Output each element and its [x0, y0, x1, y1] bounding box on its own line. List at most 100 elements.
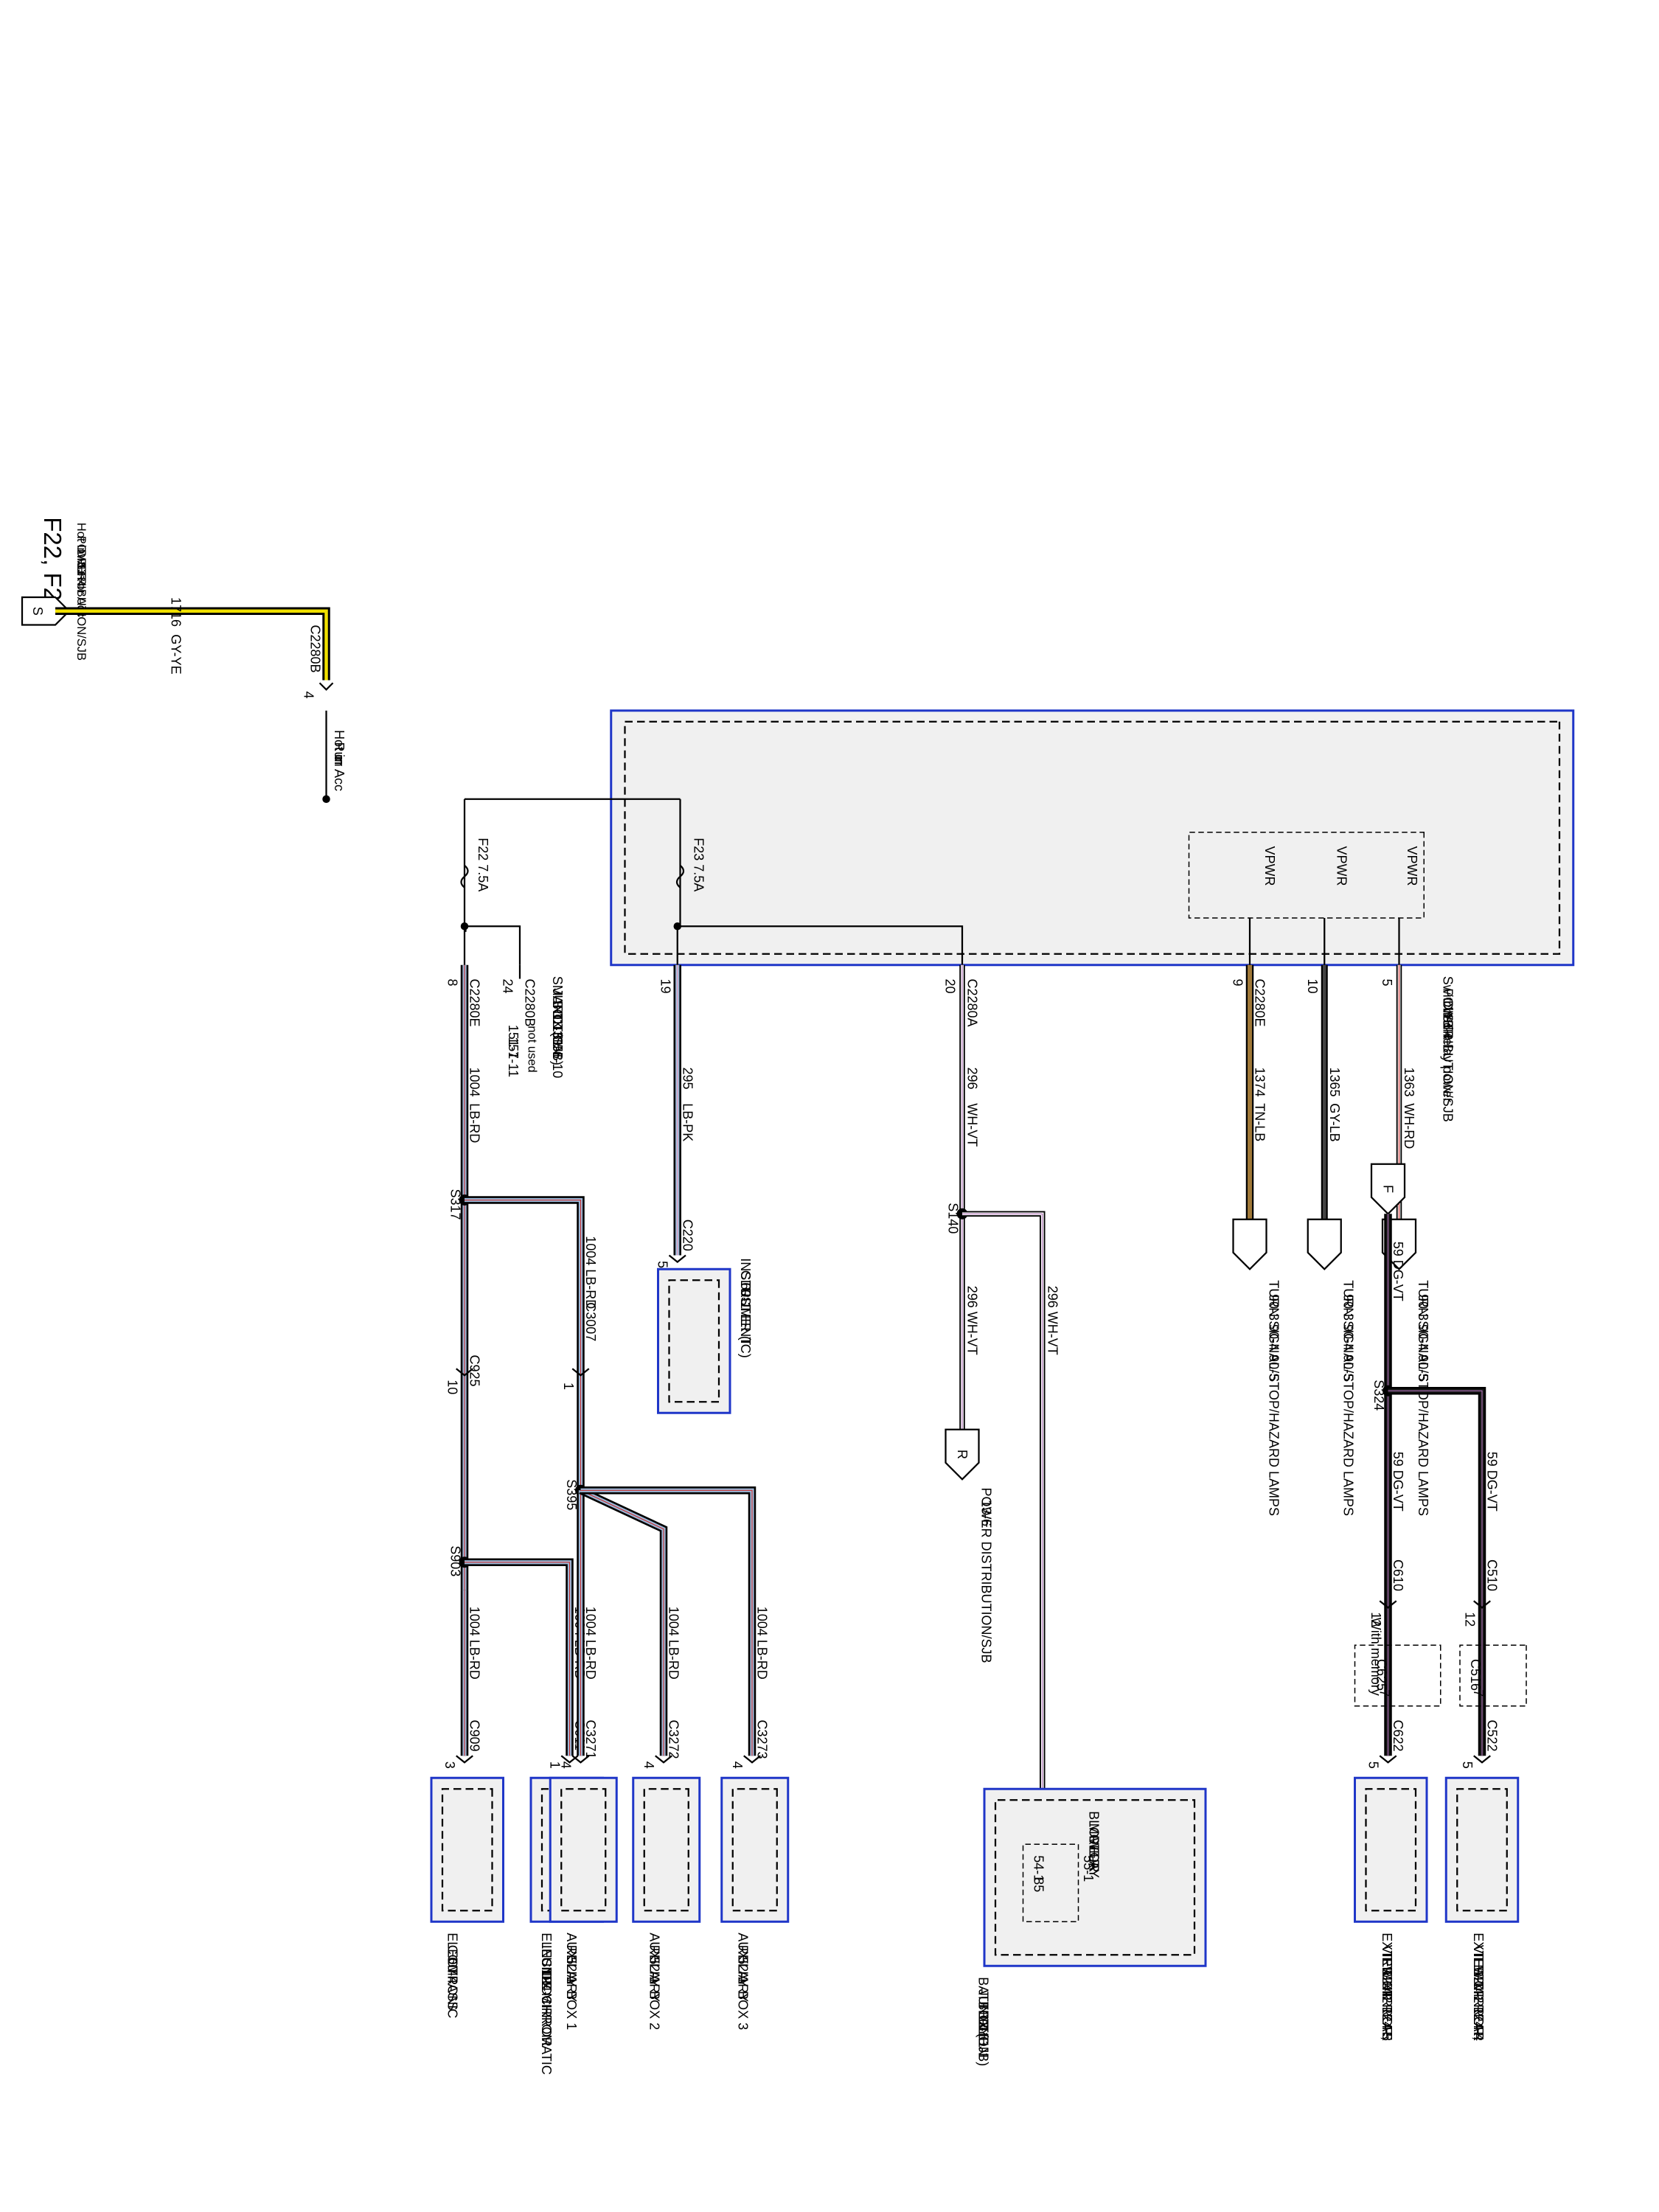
c3272-label: C3272 [667, 1720, 681, 1759]
c516-pin: 7 [1471, 1689, 1486, 1697]
mirror-right-line-4: 124-2 124-5 [1380, 1969, 1394, 2041]
connector-r-letter: R [955, 1450, 970, 1459]
s140-branch-label: 296 WH-VT [1045, 1286, 1060, 1355]
splice-s903-label: S903 [448, 1545, 462, 1576]
c625-outline [1354, 1644, 1441, 1707]
c625-pin: 7 [1377, 1689, 1391, 1697]
feed-circuit: 1716 [168, 597, 183, 627]
c622-label: C622 [1391, 1720, 1405, 1752]
arb2-line-1: AUXILIARY [647, 1933, 661, 2002]
connector-f: F [1370, 1163, 1406, 1215]
r-line-1: POWER DISTRIBUTION/SJB [978, 1488, 993, 1663]
s395-c-label: 1004 LB-RD [755, 1607, 770, 1680]
wire-1365-circuit: 1365 [1327, 1068, 1342, 1097]
c909-label: C909 [467, 1720, 481, 1752]
compass-box [430, 1776, 504, 1923]
bjb-pin-a: 54-1 [1032, 1855, 1046, 1882]
not-used-label: not used [525, 1026, 538, 1072]
turn-ref-2: 90-3 90-4 90-5 [1340, 1294, 1355, 1381]
turn-label-2: TURN SIGNAL/STOP/HAZARD LAMPS [1340, 1280, 1355, 1516]
conn-c2280e-2: C2280E [1252, 979, 1267, 1027]
mirror-right-line-1: EXTERIOR REAR [1380, 1933, 1394, 2041]
pin-8: 8 [445, 979, 459, 987]
s395-b-label: 1004 LB-RD [667, 1607, 681, 1680]
sjb-name-2: JUNCTION [550, 988, 565, 1055]
switched-line-1: Switched relay power [1441, 976, 1455, 1102]
c3273-label: C3273 [755, 1720, 770, 1759]
sjb-box [610, 709, 1575, 967]
feed-pin: 4 [301, 692, 316, 699]
wire-1363-circuit: 1363 [1402, 1068, 1416, 1097]
pin-10: 10 [1305, 979, 1320, 994]
bjb-pin-b: 55-1 [1081, 1855, 1096, 1882]
ic-box [657, 1267, 731, 1414]
bjb-line-4: 11-1 [976, 2014, 991, 2039]
switched-line-3: DISTRIBUTION/SJB [1441, 1001, 1455, 1122]
c625-label: C625 [1374, 1659, 1388, 1691]
arb3-box [720, 1776, 790, 1923]
wire-1363-color: WH-RD [1402, 1103, 1416, 1149]
arb1-box [549, 1776, 618, 1923]
wire-1374-circuit: 1374 [1252, 1068, 1267, 1097]
turn-label-1: TURN SIGNAL/STOP/HAZARD LAMPS [1266, 1280, 1281, 1516]
dg-main-label: 59 DG-VT [1391, 1242, 1405, 1301]
arb1-line-1: AUXILIARY [564, 1933, 579, 2002]
inside-mirror-line-1: ELECTROCHROMATIC [539, 1933, 554, 2075]
conn-c2280e-1: C2280E [467, 979, 481, 1027]
sjb-not-used-leg [465, 925, 521, 965]
wire-1004-s903-branch [465, 1558, 574, 1756]
c925-label: C925 [467, 1355, 481, 1387]
compass-line-2: COMPASS [445, 1945, 459, 2011]
c220-pin: 5 [655, 1261, 670, 1268]
mirror-right-line-3: RIGHT [1380, 1957, 1394, 1998]
turn-ref-3: 90-3 90-4 90-5 [1416, 1294, 1430, 1381]
fuse-f22-symbol [460, 864, 469, 888]
s903-main-label: 1004 LB-RD [467, 1607, 481, 1680]
feed-connector: C2280B [307, 625, 322, 673]
c911-pin: 1 [547, 1761, 562, 1769]
feed-pin-arrow [319, 682, 334, 691]
turn-connector-1 [1232, 1218, 1267, 1270]
vpwr-1: VPWR [1262, 846, 1277, 886]
inside-mirror-line-4: 124-6 [539, 1969, 554, 2003]
arb3-line-1: AUXILIARY [735, 1933, 750, 2002]
switched-line-2: POWER [1441, 988, 1455, 1038]
ic-line-2: CLUSTER (IC) [738, 1270, 753, 1358]
dg-right-label: 59 DG-VT [1391, 1452, 1405, 1512]
c909-pin: 3 [442, 1761, 457, 1769]
splice-s317-label: S317 [448, 1189, 462, 1220]
ic-line-1: INSTRUMENT [738, 1258, 753, 1345]
c925-pin: 10 [445, 1380, 459, 1394]
source-connector-s: S [21, 596, 71, 626]
bjb-line-3: BOX (BJB) [976, 2001, 991, 2066]
compass-line-3: 60-4 [445, 1957, 459, 1983]
source-line-4: 13-4 [74, 563, 88, 587]
c3007-pin: 1 [561, 1382, 576, 1390]
connector-f-letter: F [1381, 1185, 1396, 1193]
c3271-pin: 4 [558, 1761, 573, 1769]
wire-1004-s395-b [579, 1486, 668, 1756]
blower-line-1: BLOWER [1087, 1811, 1102, 1868]
fuse-f23-symbol [675, 864, 685, 888]
sjb-name-6: 151-10 [550, 1037, 565, 1078]
sjb-inner-outline [624, 720, 1561, 955]
wire-296-color: WH-VT [965, 1103, 980, 1147]
splice-s395-label: S395 [564, 1479, 579, 1510]
c522-pin: 5 [1460, 1761, 1475, 1769]
s140-down-label: 296 WH-VT [965, 1286, 980, 1355]
mirror-left-box [1444, 1776, 1520, 1923]
sjb-name-3: BOX (SJB) [550, 1001, 565, 1065]
sjb-name-1: SMART [550, 976, 565, 1023]
wire-1004-s317-branch [465, 1196, 585, 1491]
c610-label: C610 [1391, 1559, 1405, 1591]
mirror-left-line-4: 124-2 124-4 [1471, 1969, 1486, 2041]
sjb-internal-node [322, 795, 330, 803]
pin-9: 9 [1230, 979, 1245, 987]
splice-s324-label: S324 [1371, 1380, 1386, 1411]
pin-5: 5 [1380, 979, 1394, 987]
arb3-line-3: 52-1 [735, 1957, 750, 1983]
pin-24: 24 [500, 979, 515, 994]
c622-pin: 5 [1366, 1761, 1380, 1769]
s317-branch-label: 1004 LB-RD [583, 1236, 598, 1309]
